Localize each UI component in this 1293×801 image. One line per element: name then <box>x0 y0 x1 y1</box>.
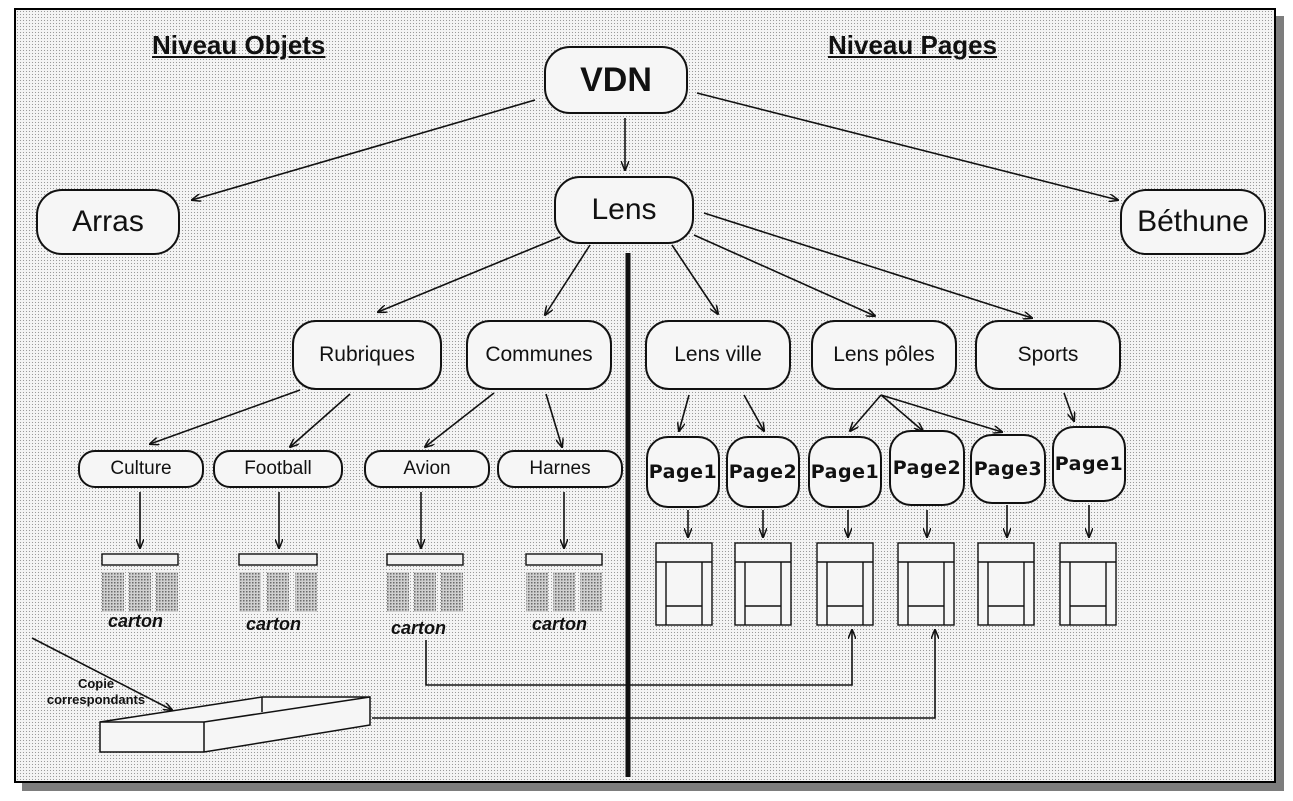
page-layout-3 <box>816 542 874 626</box>
carton-label-football: carton <box>246 614 302 634</box>
carton-label-culture: carton <box>108 611 164 631</box>
node-harnes: Harnes <box>497 450 623 488</box>
node-bethune: Béthune <box>1120 189 1266 255</box>
carton-avion <box>386 553 464 612</box>
arrow-communes-avion <box>425 392 495 447</box>
carton-label-harnes: carton <box>532 614 588 634</box>
node-page-5: Page3 <box>970 434 1046 504</box>
arrow-copie-to-page <box>372 630 935 719</box>
node-rubriques: Rubriques <box>292 320 442 390</box>
node-lens-poles: Lens pôles <box>811 320 957 390</box>
copy-tray-icon <box>99 696 371 753</box>
node-page-6: Page1 <box>1052 426 1126 502</box>
arrow-communes-harnes <box>545 393 562 447</box>
node-page-2: Page2 <box>726 436 800 508</box>
arrow-lens-sports <box>703 212 1032 318</box>
page-layout-1 <box>655 542 713 626</box>
node-page-4: Page2 <box>889 430 965 506</box>
arrow-lenspoles-page3 <box>880 394 1002 432</box>
note-line-2: correspondants <box>46 692 146 707</box>
node-lens-ville: Lens ville <box>645 320 791 390</box>
page-layout-4 <box>897 542 955 626</box>
page-layout-6 <box>1059 542 1117 626</box>
carton-label-avion: carton <box>391 618 447 638</box>
arrow-lensville-page1 <box>679 394 690 431</box>
arrow-sports-page1c <box>1063 392 1074 421</box>
page-layouts <box>655 542 1117 626</box>
page-layout-5 <box>977 542 1035 626</box>
arrow-lenspoles-page1b <box>850 394 882 431</box>
node-football: Football <box>213 450 343 488</box>
page-layout-2 <box>734 542 792 626</box>
node-arras: Arras <box>36 189 180 255</box>
node-lens: Lens <box>554 176 694 244</box>
node-page-1: Page1 <box>646 436 720 508</box>
arrow-vdn-arras <box>192 99 536 200</box>
heading-niveau-objets: Niveau Objets <box>152 30 326 60</box>
node-page-3: Page1 <box>808 436 882 508</box>
arrow-lens-lensville <box>671 244 718 314</box>
arrow-lensville-page2 <box>743 394 764 431</box>
arrow-vdn-bethune <box>696 92 1118 200</box>
node-sports: Sports <box>975 320 1121 390</box>
carton-harnes <box>525 553 603 612</box>
arrow-lens-communes <box>545 244 591 315</box>
arrow-lens-lenspoles <box>693 234 875 316</box>
note-copie-correspondants: Copie correspondants <box>38 676 154 708</box>
carton-icons <box>101 553 603 612</box>
arrow-rubriques-culture <box>150 389 301 444</box>
arrow-lens-rubriques <box>378 236 561 312</box>
carton-football <box>238 553 318 612</box>
arrow-lenspoles-page2b <box>880 394 923 431</box>
node-communes: Communes <box>466 320 612 390</box>
arrow-rubriques-football <box>290 393 351 447</box>
carton-culture <box>101 553 179 612</box>
arrow-avion-carton-to-page <box>425 630 852 686</box>
node-avion: Avion <box>364 450 490 488</box>
note-line-1: Copie <box>77 676 115 691</box>
frame-shadow-right <box>1276 16 1284 791</box>
arrow-note-tray <box>31 637 172 710</box>
node-culture: Culture <box>78 450 204 488</box>
node-vdn: VDN <box>544 46 688 114</box>
heading-niveau-pages: Niveau Pages <box>828 30 998 60</box>
frame-shadow-bottom <box>22 783 1284 791</box>
